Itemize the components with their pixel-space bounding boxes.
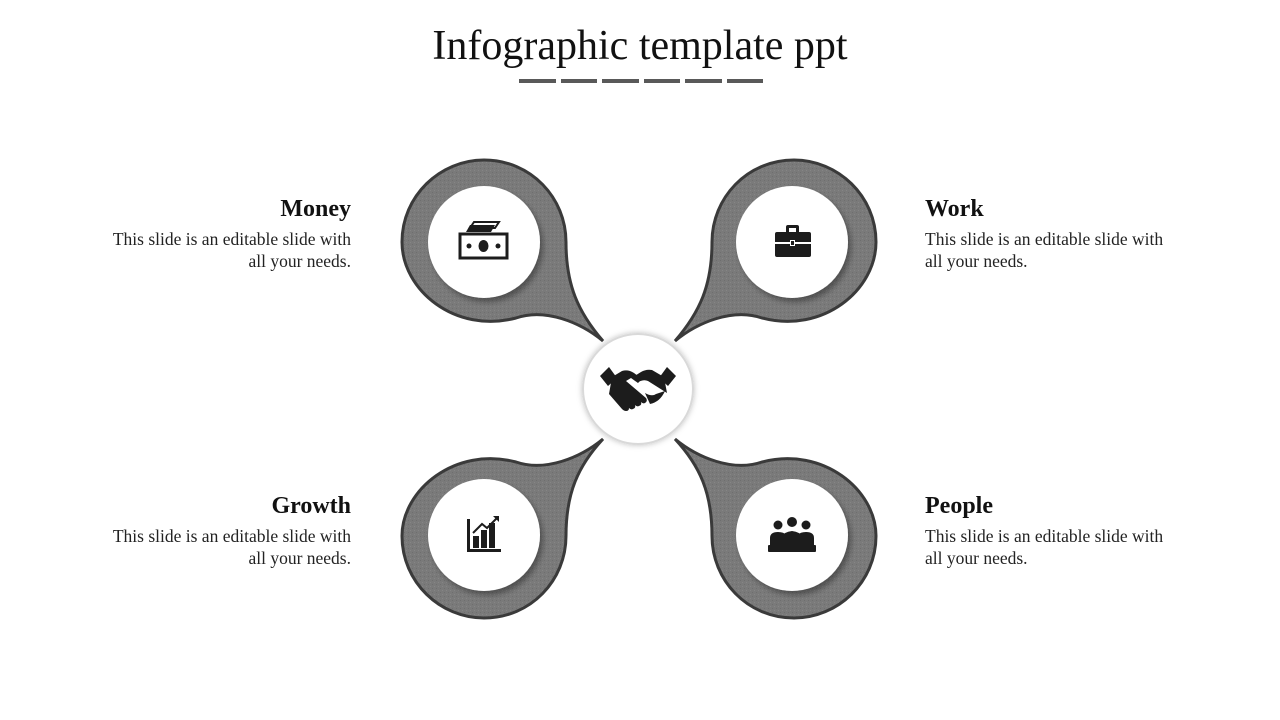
- people-icon: [768, 517, 816, 552]
- growth-text: This slide is an editable slide with all…: [112, 526, 351, 568]
- people-text: This slide is an editable slide with all…: [925, 526, 1164, 568]
- money-text: This slide is an editable slide with all…: [112, 229, 351, 271]
- money-label: Money This slide is an editable slide wi…: [91, 194, 351, 272]
- people-label: People This slide is an editable slide w…: [925, 491, 1185, 569]
- work-label: Work This slide is an editable slide wit…: [925, 194, 1185, 272]
- money-title: Money: [280, 196, 351, 222]
- handshake-icon: [600, 367, 676, 411]
- briefcase-icon: [775, 225, 811, 257]
- money-icon: [458, 221, 509, 260]
- growth-title: Growth: [271, 493, 351, 519]
- work-title: Work: [925, 196, 984, 222]
- work-text: This slide is an editable slide with all…: [925, 229, 1164, 271]
- slide-title: Infographic template ppt: [432, 23, 848, 69]
- growth-label: Growth This slide is an editable slide w…: [91, 491, 351, 569]
- center-disc: [582, 333, 694, 445]
- bar-chart-icon: [467, 516, 501, 552]
- title-underline: [519, 79, 763, 83]
- people-title: People: [925, 493, 993, 519]
